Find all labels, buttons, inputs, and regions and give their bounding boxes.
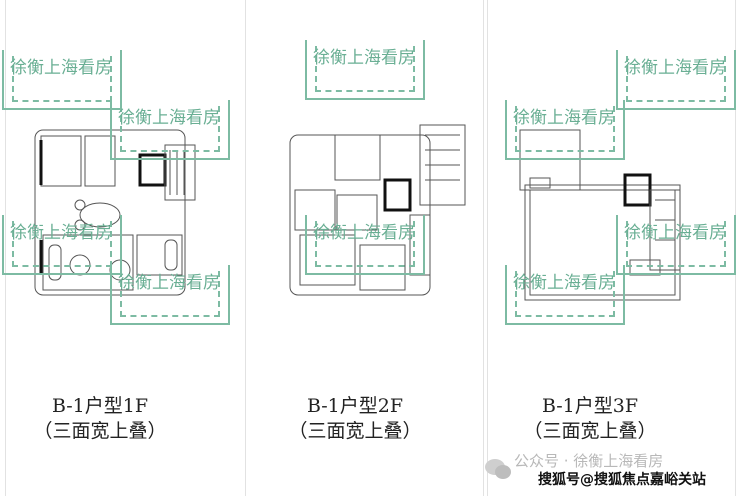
plan-2f-title: B-1户型2F [306, 395, 404, 417]
panel-divider [245, 0, 246, 496]
plan-3f-title: B-1户型3F [541, 395, 639, 417]
watermark-tile: 徐衡上海看房 [505, 265, 625, 325]
watermark-dashed-frame [515, 271, 615, 317]
watermark-dashed-frame [626, 221, 726, 267]
watermark-text: 徐衡上海看房 [10, 223, 112, 243]
watermark-dashed-frame [120, 106, 220, 152]
watermark-tile: 徐衡上海看房 [616, 215, 736, 275]
watermark-frame [2, 215, 122, 275]
watermark-frame [305, 215, 425, 275]
watermark-dashed-frame [12, 56, 112, 102]
public-account-label: 公众号 · 徐衡上海看房 [514, 452, 664, 470]
watermark-tile: 徐衡上海看房 [616, 50, 736, 110]
watermark-tile: 徐衡上海看房 [2, 50, 122, 110]
watermark-tile: 徐衡上海看房 [2, 215, 122, 275]
floor-plan-1f [34, 129, 196, 296]
watermark-text: 徐衡上海看房 [513, 273, 615, 293]
sohu-credit: 搜狐号@搜狐焦点嘉峪关站 [538, 472, 706, 488]
panel-divider [5, 0, 6, 496]
footer-credits: 公众号 · 徐衡上海看房 搜狐号@搜狐焦点嘉峪关站 [478, 450, 740, 490]
watermark-text: 徐衡上海看房 [10, 58, 112, 78]
watermark-tile: 徐衡上海看房 [110, 100, 230, 160]
plan-1f-subtitle: （三面宽上叠） [33, 420, 167, 442]
watermark-dashed-frame [315, 221, 415, 267]
watermark-frame [2, 50, 122, 110]
watermark-text: 徐衡上海看房 [624, 223, 726, 243]
watermark-text: 徐衡上海看房 [513, 108, 615, 128]
watermark-dashed-frame [515, 106, 615, 152]
watermark-tile: 徐衡上海看房 [305, 215, 425, 275]
watermark-text: 徐衡上海看房 [118, 108, 220, 128]
floor-plan-3f [519, 129, 681, 301]
plan-1f-title: B-1户型1F [51, 395, 149, 417]
watermark-dashed-frame [12, 221, 112, 267]
plan-2f-subtitle: （三面宽上叠） [288, 420, 422, 442]
watermark-dashed-frame [315, 46, 415, 92]
watermark-text: 徐衡上海看房 [624, 58, 726, 78]
panel-divider [483, 0, 484, 496]
watermark-text: 徐衡上海看房 [313, 48, 415, 68]
watermark-frame [505, 265, 625, 325]
watermark-text: 徐衡上海看房 [118, 273, 220, 293]
panel-divider [487, 0, 488, 496]
watermark-frame [616, 215, 736, 275]
plan-3f-subtitle: （三面宽上叠） [523, 420, 657, 442]
watermark-tile: 徐衡上海看房 [505, 100, 625, 160]
watermark-tile: 徐衡上海看房 [110, 265, 230, 325]
watermark-frame [110, 100, 230, 160]
watermark-frame [110, 265, 230, 325]
watermark-dashed-frame [120, 271, 220, 317]
watermark-tile: 徐衡上海看房 [305, 40, 425, 100]
watermark-dashed-frame [626, 56, 726, 102]
watermark-frame [616, 50, 736, 110]
watermark-frame [305, 40, 425, 100]
floor-plan-2f [289, 124, 466, 296]
watermark-text: 徐衡上海看房 [313, 223, 415, 243]
watermark-frame [505, 100, 625, 160]
wechat-icon [485, 459, 511, 479]
